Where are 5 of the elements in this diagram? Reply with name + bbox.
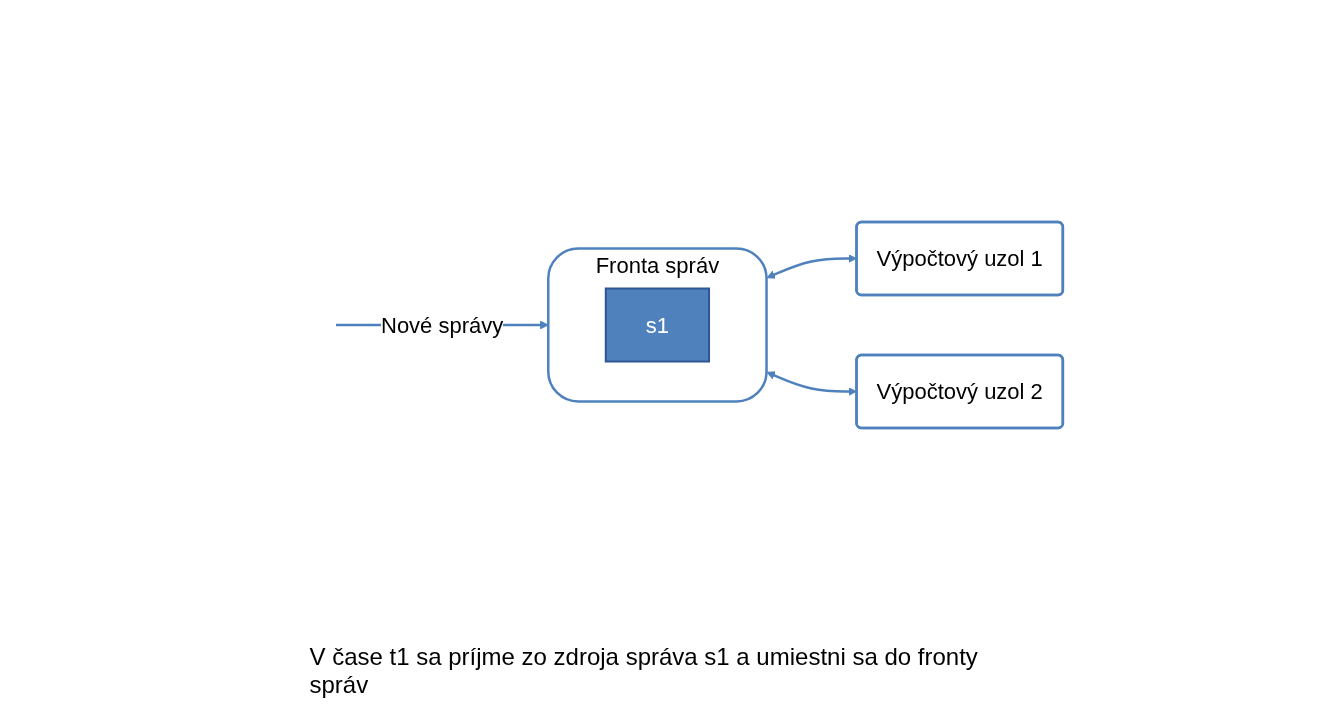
arrow [766,370,857,396]
edge-label: Nové správy [381,312,504,337]
note-text: V čase t1 sa príjme zo zdroja správa s1 a umiestni sa do fronty správ [309,643,979,699]
arrow [766,253,857,279]
node-box: s1 [604,287,711,362]
